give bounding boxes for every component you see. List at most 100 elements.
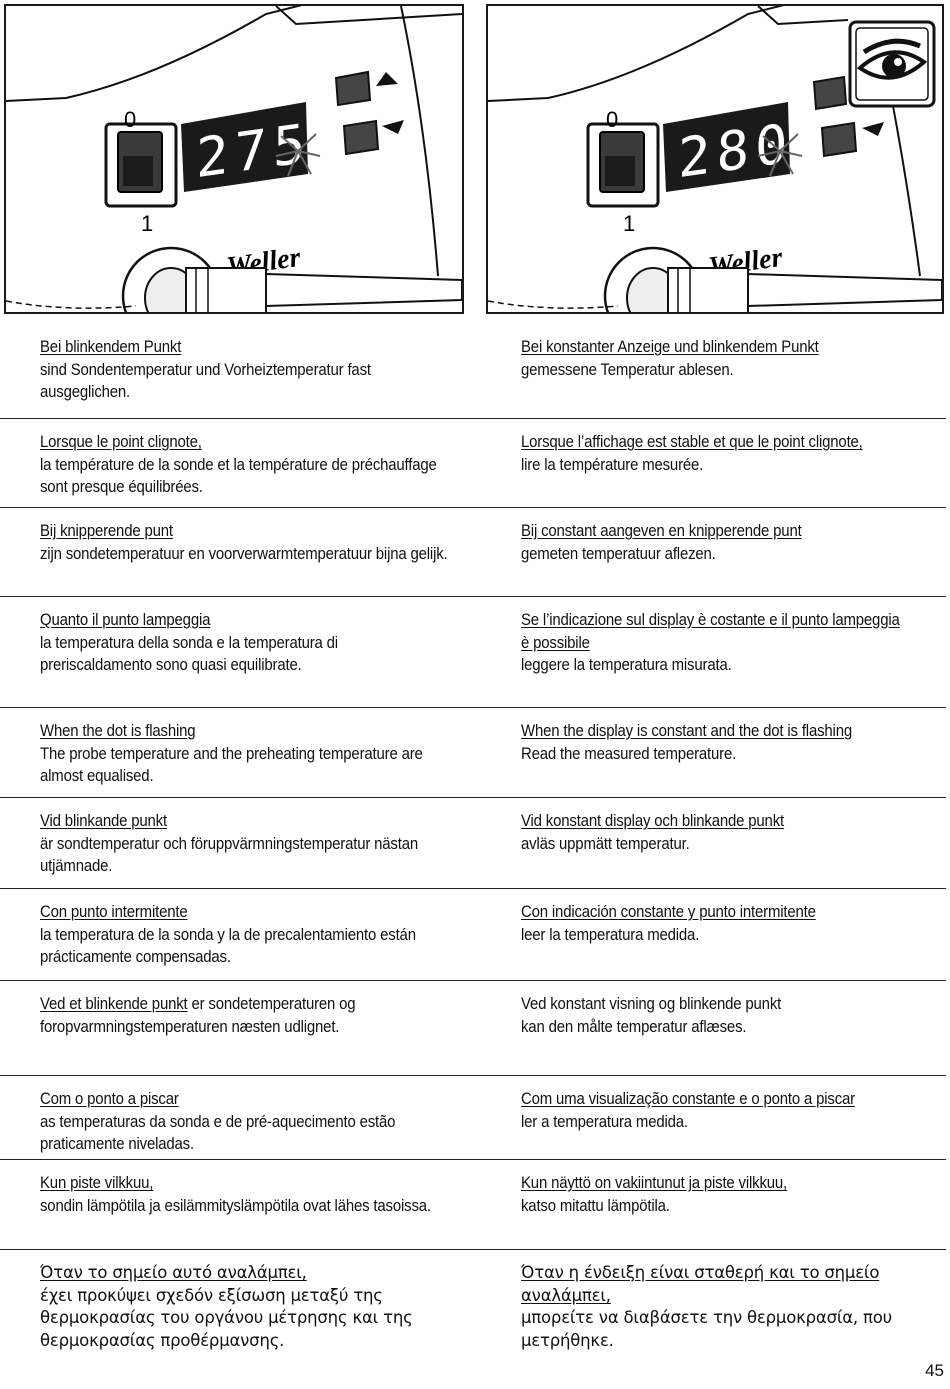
row-swedish: Vid blinkande punkt är sondtemperatur oc… <box>0 797 946 888</box>
row-german: Bei blinkendem Punkt sind Sondentemperat… <box>0 324 946 418</box>
cell-dutch-right: Bij constant aangeven en knipperende pun… <box>521 520 948 565</box>
cell-swedish-left: Vid blinkande punkt är sondtemperatur oc… <box>40 810 454 878</box>
illustration-left: 0 1 275 Weller T 1 <box>4 4 464 314</box>
cell-italian-right: Se l’indicazione sul display è costante … <box>521 609 908 677</box>
cell-swedish-right: Vid konstant display och blinkande punkt… <box>521 810 948 855</box>
finnish-right-heading: Kun näyttö on vakiintunut ja piste vilkk… <box>521 1173 788 1192</box>
finnish-right-body: katso mitattu lämpötila. <box>521 1195 670 1215</box>
switch-on-label: 1 <box>141 211 153 236</box>
spanish-right-heading: Con indicación constante y punto intermi… <box>521 902 816 921</box>
portuguese-left-body: as temperaturas da sonda e de pré-aqueci… <box>40 1111 396 1154</box>
flashing-dot-icon <box>275 133 321 177</box>
finnish-left-heading: Kun piste vilkkuu, <box>40 1173 154 1192</box>
german-left-body: sind Sondentemperatur und Vorheiztempera… <box>40 359 371 402</box>
cell-spanish-right: Con indicación constante y punto intermi… <box>521 901 948 946</box>
swedish-left-body: är sondtemperatur och föruppvärmningstem… <box>40 833 419 876</box>
switch-on-label: 1 <box>623 211 635 236</box>
row-greek: Όταν το σημείο αυτό αναλάμπει, έχει προκ… <box>0 1249 946 1359</box>
cell-finnish-right: Kun näyttö on vakiintunut ja piste vilkk… <box>521 1172 948 1217</box>
cell-german-right: Bei konstanter Anzeige und blinkendem Pu… <box>521 336 948 381</box>
danish-right-line1: Ved konstant visning og blinkende punkt <box>521 994 782 1013</box>
temperature-display: 280 <box>663 102 794 192</box>
down-button <box>820 121 884 158</box>
up-button <box>812 75 848 111</box>
eye-icon <box>848 20 936 108</box>
spanish-left-heading: Con punto intermitente <box>40 902 188 921</box>
portuguese-right-body: ler a temperatura medida. <box>521 1111 688 1131</box>
station-drawing-right: 0 1 280 Weller <box>488 6 942 312</box>
spanish-left-body: la temperatura de la sonda y la de preca… <box>40 924 416 967</box>
greek-right-body: μπορείτε να διαβάσετε την θερμοκρασία, π… <box>521 1308 892 1350</box>
swedish-left-heading: Vid blinkande punkt <box>40 811 167 830</box>
probe-connector <box>603 246 942 312</box>
danish-left-body: er sondetemperaturen og foropvarmningste… <box>40 994 356 1036</box>
italian-left-body: la temperatura della sonda e la temperat… <box>40 632 338 675</box>
greek-right-heading: Όταν η ένδειξη είναι σταθερή και το σημε… <box>521 1263 880 1305</box>
cell-english-left: When the dot is flashing The probe tempe… <box>40 720 454 788</box>
cell-danish-right: Ved konstant visning og blinkende punkt … <box>521 993 948 1038</box>
italian-right-heading: Se l’indicazione sul display è costante … <box>521 610 900 652</box>
cell-finnish-left: Kun piste vilkkuu, sondin lämpötila ja e… <box>40 1172 454 1217</box>
cell-english-right: When the display is constant and the dot… <box>521 720 948 765</box>
cell-french-left: Lorsque le point clignote, la températur… <box>40 431 454 499</box>
cell-french-right: Lorsque l’affichage est stable et que le… <box>521 431 948 476</box>
row-spanish: Con punto intermitente la temperatura de… <box>0 888 946 980</box>
english-left-body: The probe temperature and the preheating… <box>40 743 423 786</box>
finnish-left-body: sondin lämpötila ja esilämmityslämpötila… <box>40 1195 431 1215</box>
spanish-right-body: leer la temperatura medida. <box>521 924 700 944</box>
italian-right-body: leggere la temperatura misurata. <box>521 655 732 674</box>
danish-right-line2: kan den målte temperatur aflæses. <box>521 1016 747 1036</box>
dutch-right-heading: Bij constant aangeven en knipperende pun… <box>521 521 802 540</box>
page-number: 45 <box>925 1361 944 1380</box>
power-switch <box>586 122 660 208</box>
swedish-right-heading: Vid konstant display och blinkande punkt <box>521 811 784 830</box>
cell-portuguese-left: Com o ponto a piscar as temperaturas da … <box>40 1088 454 1156</box>
danish-left-heading: Ved et blinkende punkt <box>40 994 188 1013</box>
dutch-left-body: zijn sondetemperatuur en voorverwarmtemp… <box>40 543 448 563</box>
up-arrow-icon <box>376 72 398 86</box>
down-arrow-icon <box>862 122 884 136</box>
german-right-body: gemessene Temperatur ablesen. <box>521 359 734 379</box>
temperature-display: 275 <box>181 102 312 192</box>
up-button <box>334 70 398 107</box>
switch-off-label: 0 <box>606 107 618 132</box>
down-arrow-icon <box>382 120 404 134</box>
english-right-heading: When the display is constant and the dot… <box>521 721 852 740</box>
cell-italian-left: Quanto il punto lampeggia la temperatura… <box>40 609 454 677</box>
german-left-heading: Bei blinkendem Punkt <box>40 337 182 356</box>
portuguese-left-heading: Com o ponto a piscar <box>40 1089 179 1108</box>
row-danish: Ved et blinkende punkt er sondetemperatu… <box>0 980 946 1075</box>
english-right-body: Read the measured temperature. <box>521 743 737 763</box>
cell-dutch-left: Bij knipperende punt zijn sondetemperatu… <box>40 520 454 565</box>
power-switch <box>104 122 178 208</box>
swedish-right-body: avläs uppmätt temperatur. <box>521 833 690 853</box>
down-button <box>342 119 404 156</box>
row-finnish: Kun piste vilkkuu, sondin lämpötila ja e… <box>0 1159 946 1249</box>
french-right-body: lire la température mesurée. <box>521 454 704 474</box>
dutch-left-heading: Bij knipperende punt <box>40 521 173 540</box>
row-portuguese: Com o ponto a piscar as temperaturas da … <box>0 1075 946 1159</box>
portuguese-right-heading: Com uma visualização constante e o ponto… <box>521 1089 855 1108</box>
italian-left-heading: Quanto il punto lampeggia <box>40 610 211 629</box>
french-left-heading: Lorsque le point clignote, <box>40 432 202 451</box>
flashing-dot-icon <box>757 133 803 177</box>
cell-portuguese-right: Com uma visualização constante e o ponto… <box>521 1088 948 1133</box>
greek-left-body: έχει προκύψει σχεδόν εξίσωση μεταξύ της … <box>40 1285 413 1350</box>
row-dutch: Bij knipperende punt zijn sondetemperatu… <box>0 507 946 596</box>
german-right-heading: Bei konstanter Anzeige und blinkendem Pu… <box>521 337 819 356</box>
row-italian: Quanto il punto lampeggia la temperatura… <box>0 596 946 707</box>
cell-danish-left: Ved et blinkende punkt er sondetemperatu… <box>40 993 454 1038</box>
illustration-right: 0 1 280 Weller <box>486 4 944 314</box>
row-english: When the dot is flashing The probe tempe… <box>0 707 946 797</box>
station-drawing-left: 0 1 275 Weller T 1 <box>6 6 462 312</box>
dutch-right-body: gemeten temperatuur aflezen. <box>521 543 716 563</box>
french-left-body: la température de la sonde et la tempéra… <box>40 454 437 497</box>
cell-german-left: Bei blinkendem Punkt sind Sondentemperat… <box>40 336 454 404</box>
english-left-heading: When the dot is flashing <box>40 721 196 740</box>
cell-greek-right: Όταν η ένδειξη είναι σταθερή και το σημε… <box>521 1262 946 1352</box>
french-right-heading: Lorsque l’affichage est stable et que le… <box>521 432 863 451</box>
cell-greek-left: Όταν το σημείο αυτό αναλάμπει, έχει προκ… <box>40 1262 460 1352</box>
switch-off-label: 0 <box>124 107 136 132</box>
probe-connector <box>121 246 462 312</box>
cell-spanish-left: Con punto intermitente la temperatura de… <box>40 901 454 969</box>
